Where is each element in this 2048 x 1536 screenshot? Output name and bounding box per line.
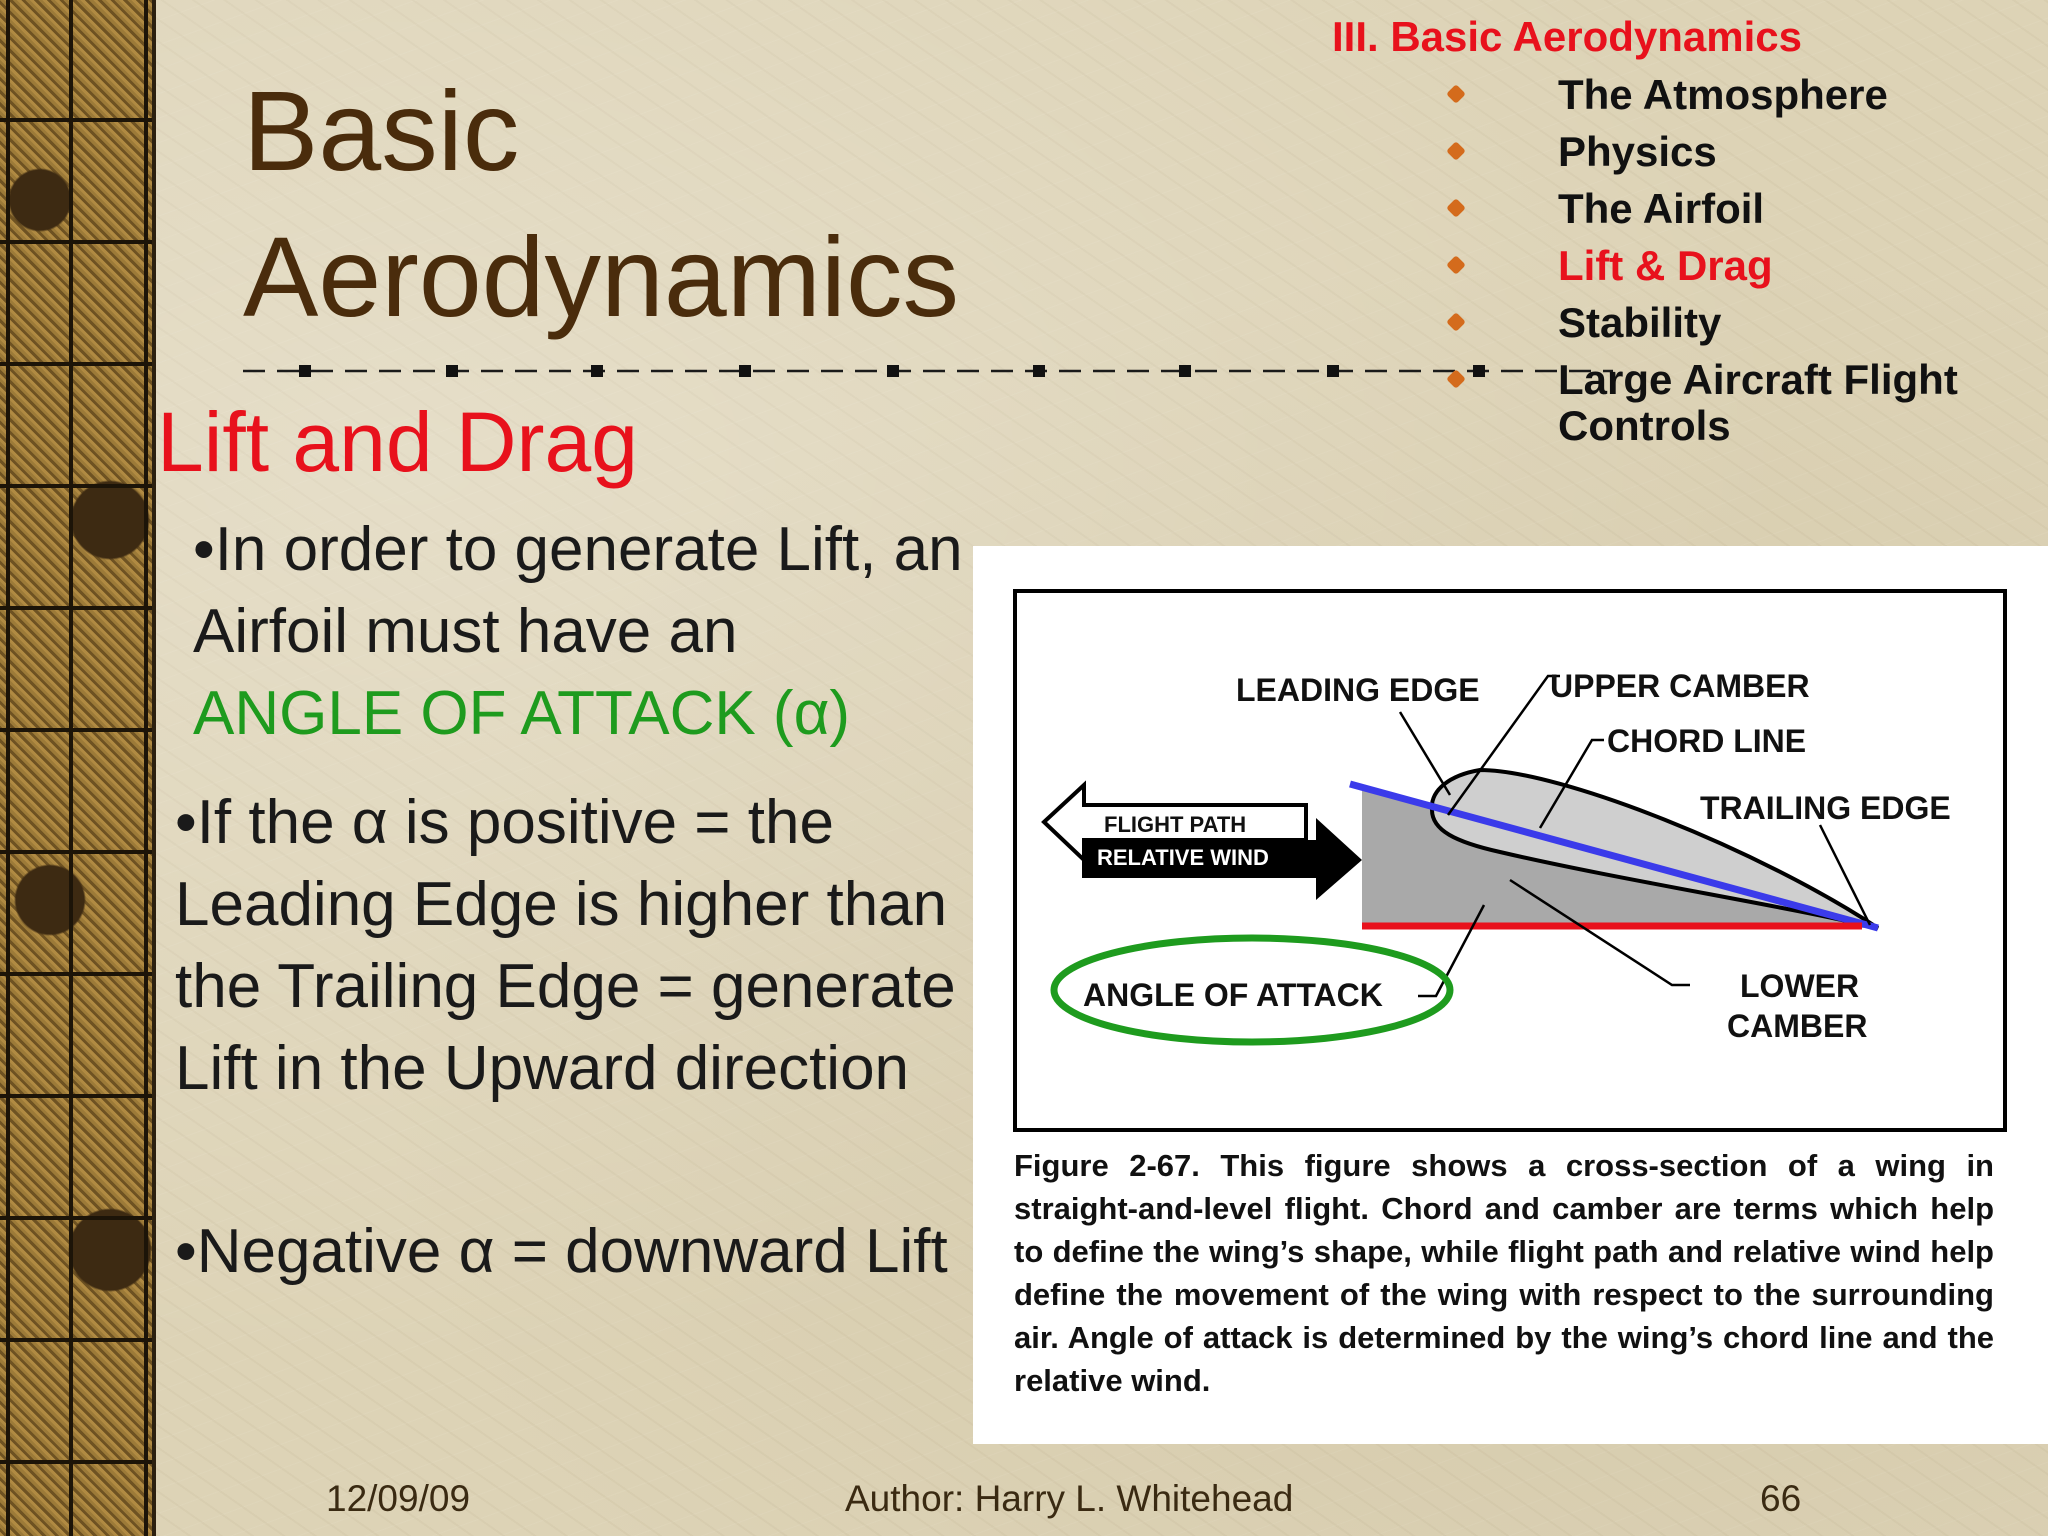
paragraph-positive-alpha: •If the α is positive = the Leading Edge… — [175, 788, 956, 1103]
section-heading: Lift and Drag — [157, 395, 638, 489]
outline-list: The Atmosphere Physics The Airfoil Lift … — [1332, 66, 2032, 449]
outline-heading: III. Basic Aerodynamics — [1332, 13, 1802, 60]
paragraph-text: •In order to generate Lift, an Airfoil m… — [193, 515, 963, 666]
angle-of-attack-highlight-ellipse — [1050, 934, 1454, 1046]
outline-item-label: The Atmosphere — [1558, 71, 1888, 118]
chord-line — [1349, 780, 1879, 932]
footer-author: Author: Harry L. Whitehead — [845, 1478, 1294, 1519]
outline-item-label: Physics — [1558, 128, 1717, 175]
outline-item-flight-controls: Large Aircraft Flight Controls — [1332, 351, 2032, 449]
footer-page-number: 66 — [1760, 1478, 1802, 1519]
outline-item-label: The Airfoil — [1558, 185, 1765, 232]
paragraph-angle-of-attack: •In order to generate Lift, an Airfoil m… — [193, 509, 993, 755]
outline-item-stability: Stability — [1332, 294, 2032, 351]
outline-item-label: Stability — [1558, 299, 1722, 346]
outline-item-label: Lift & Drag — [1558, 242, 1773, 289]
outline-item-atmosphere: The Atmosphere — [1332, 66, 2032, 123]
decorative-divider — [243, 365, 1613, 377]
title-line-1: Basic — [243, 68, 520, 194]
label-relative-wind: RELATIVE WIND — [1097, 845, 1269, 870]
decorative-side-strip — [0, 0, 156, 1536]
outline-item-label: Large Aircraft Flight Controls — [1558, 356, 1958, 449]
relative-wind-arrow-icon — [1082, 818, 1362, 900]
label-lower-camber-1: LOWER — [1740, 968, 1860, 1004]
footer-date: 12/09/09 — [326, 1478, 471, 1519]
label-flight-path: FLIGHT PATH — [1104, 812, 1247, 837]
label-chord-line: CHORD LINE — [1607, 723, 1807, 759]
label-upper-camber: UPPER CAMBER — [1550, 668, 1810, 704]
paragraph-negative-alpha: •Negative α = downward Lift — [175, 1217, 948, 1286]
leader-lines — [1398, 674, 1872, 998]
label-trailing-edge: TRAILING EDGE — [1700, 790, 1951, 826]
label-lower-camber-2: CAMBER — [1727, 1008, 1868, 1044]
label-leading-edge: LEADING EDGE — [1236, 672, 1480, 708]
outline-item-physics: Physics — [1332, 123, 2032, 180]
angle-of-attack-highlight: ANGLE OF ATTACK (α) — [193, 679, 851, 748]
section-outline: III. Basic Aerodynamics The Atmosphere P… — [1332, 10, 2032, 449]
figure-caption: Figure 2-67. This figure shows a cross-s… — [1014, 1148, 1994, 1398]
title-line-2: Aerodynamics — [243, 214, 959, 340]
slide-title: Basic Aerodynamics — [243, 58, 959, 350]
outline-item-lift-drag: Lift & Drag — [1332, 237, 2032, 294]
outline-item-airfoil: The Airfoil — [1332, 180, 2032, 237]
label-angle-of-attack: ANGLE OF ATTACK — [1083, 977, 1383, 1013]
